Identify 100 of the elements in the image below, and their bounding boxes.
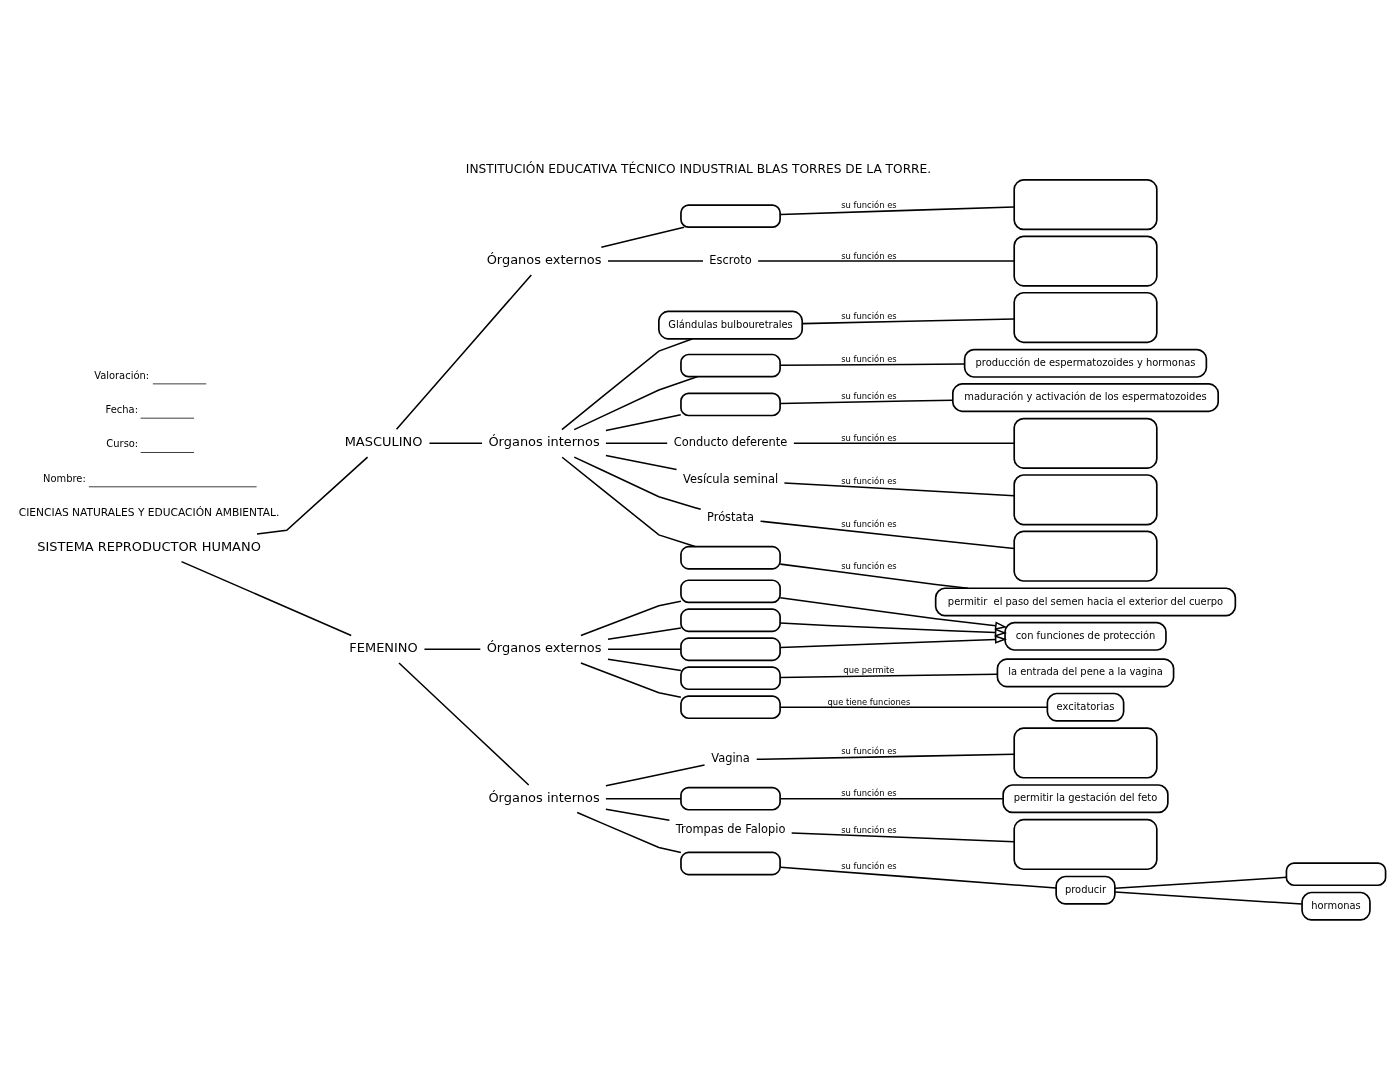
node-box: producción de espermatozoides y hormonas (963, 348, 1208, 378)
connector (793, 442, 1015, 445)
node-box (680, 353, 781, 378)
connector (605, 797, 682, 800)
diagram-title: INSTITUCIÓN EDUCATIVA TÉCNICO INDUSTRIAL BLAS TORRES DE LA TORRE. (465, 161, 932, 176)
label: Nombre: (43, 472, 86, 484)
connector (779, 706, 1049, 708)
node-box (1285, 862, 1387, 887)
node-text: Órganos externos (486, 252, 602, 268)
connector (607, 627, 682, 641)
label: Curso: (106, 438, 139, 450)
node-box (1013, 235, 1158, 287)
node-box: permitir la gestación del feto (1002, 784, 1169, 814)
node-box (1013, 818, 1158, 871)
connector (580, 662, 682, 698)
connector (573, 375, 699, 431)
node-box (680, 392, 781, 417)
connector (573, 456, 702, 511)
edge-label: su función es (841, 824, 897, 835)
node-text: Próstata (707, 509, 755, 524)
edge-label: su función es (841, 788, 897, 799)
connector (755, 753, 1015, 761)
edge-label: su función es (841, 432, 897, 443)
node-box: excitatorias (1046, 692, 1125, 722)
edge-label: su función es (841, 475, 897, 486)
connector (779, 563, 969, 589)
connector (779, 363, 966, 366)
arrow (779, 635, 1008, 649)
node-text: Órganos externos (486, 640, 602, 656)
connector (1114, 891, 1303, 905)
label: Fecha: (105, 404, 138, 416)
connector (605, 414, 682, 432)
node-text: FEMENINO (349, 640, 418, 656)
connector (607, 658, 682, 672)
connector (1114, 876, 1288, 890)
node-box: la entrada del pene a la vagina (996, 658, 1175, 688)
node-box (1013, 291, 1158, 344)
connector (801, 318, 1015, 325)
connector (580, 600, 682, 637)
node-box (680, 637, 781, 662)
connector (600, 226, 685, 249)
node-text: Órganos internos (488, 789, 600, 805)
node-box: con funciones de protección (1004, 621, 1167, 651)
edge-label: su función es (841, 861, 897, 872)
node-box: hormonas (1301, 891, 1371, 921)
node-text: Vesícula seminal (682, 471, 779, 486)
node-box (680, 204, 781, 228)
connector (607, 260, 704, 262)
node-box (1013, 727, 1158, 779)
node-text: Conducto deferente (673, 435, 788, 450)
connector (779, 399, 954, 405)
node-text: Vagina (711, 751, 750, 766)
node-box (680, 579, 781, 604)
node-box (680, 851, 781, 876)
node-box: Glándulas bulbouretrales (658, 310, 804, 340)
edge-label: su función es (841, 561, 897, 572)
connector (576, 811, 682, 854)
arrow (779, 597, 1008, 630)
label: Valoración: (94, 369, 150, 381)
node-box (1013, 474, 1158, 526)
connector (605, 442, 668, 445)
connector (790, 832, 1015, 843)
node-text: SISTEMA REPRODUCTOR HUMANO (37, 538, 261, 554)
node-box (680, 545, 781, 570)
arrow (779, 622, 1008, 637)
connector (395, 274, 533, 431)
connector (428, 442, 483, 445)
node-box: producir (1055, 875, 1116, 905)
edge-label: su función es (841, 519, 897, 530)
node-box (680, 666, 781, 691)
connector (605, 454, 678, 471)
node-text: Escroto (709, 252, 752, 267)
connector (605, 808, 671, 822)
node-box (680, 786, 781, 811)
node-box (680, 695, 781, 720)
node-box: maduración y activación de los espermatozoides (952, 383, 1220, 413)
connector (423, 648, 482, 650)
edge-label: su función es (841, 250, 897, 261)
edge-label: su función es (841, 310, 897, 321)
node-box (1013, 179, 1158, 231)
node-box (1013, 530, 1158, 582)
connector (779, 797, 1004, 800)
node-box: permitir el paso del semen hacia el exterior del cuerpo (934, 587, 1237, 617)
connector (605, 764, 706, 787)
connector (180, 560, 352, 637)
edge-label: que tiene funciones (827, 696, 911, 707)
node-text: Órganos internos (488, 434, 600, 450)
connector (607, 648, 682, 650)
connector (779, 206, 1015, 216)
connector (759, 520, 1015, 550)
connector (398, 662, 530, 786)
label: CIENCIAS NATURALES Y EDUCACIÓN AMBIENTAL. (18, 506, 280, 520)
connector (779, 673, 998, 679)
edge-label: su función es (841, 354, 897, 365)
connector (783, 482, 1015, 497)
connector (779, 866, 1057, 889)
connector (561, 456, 697, 548)
node-box (680, 608, 781, 633)
edge-label: su función es (841, 200, 897, 211)
edge-label: su función es (841, 746, 897, 757)
